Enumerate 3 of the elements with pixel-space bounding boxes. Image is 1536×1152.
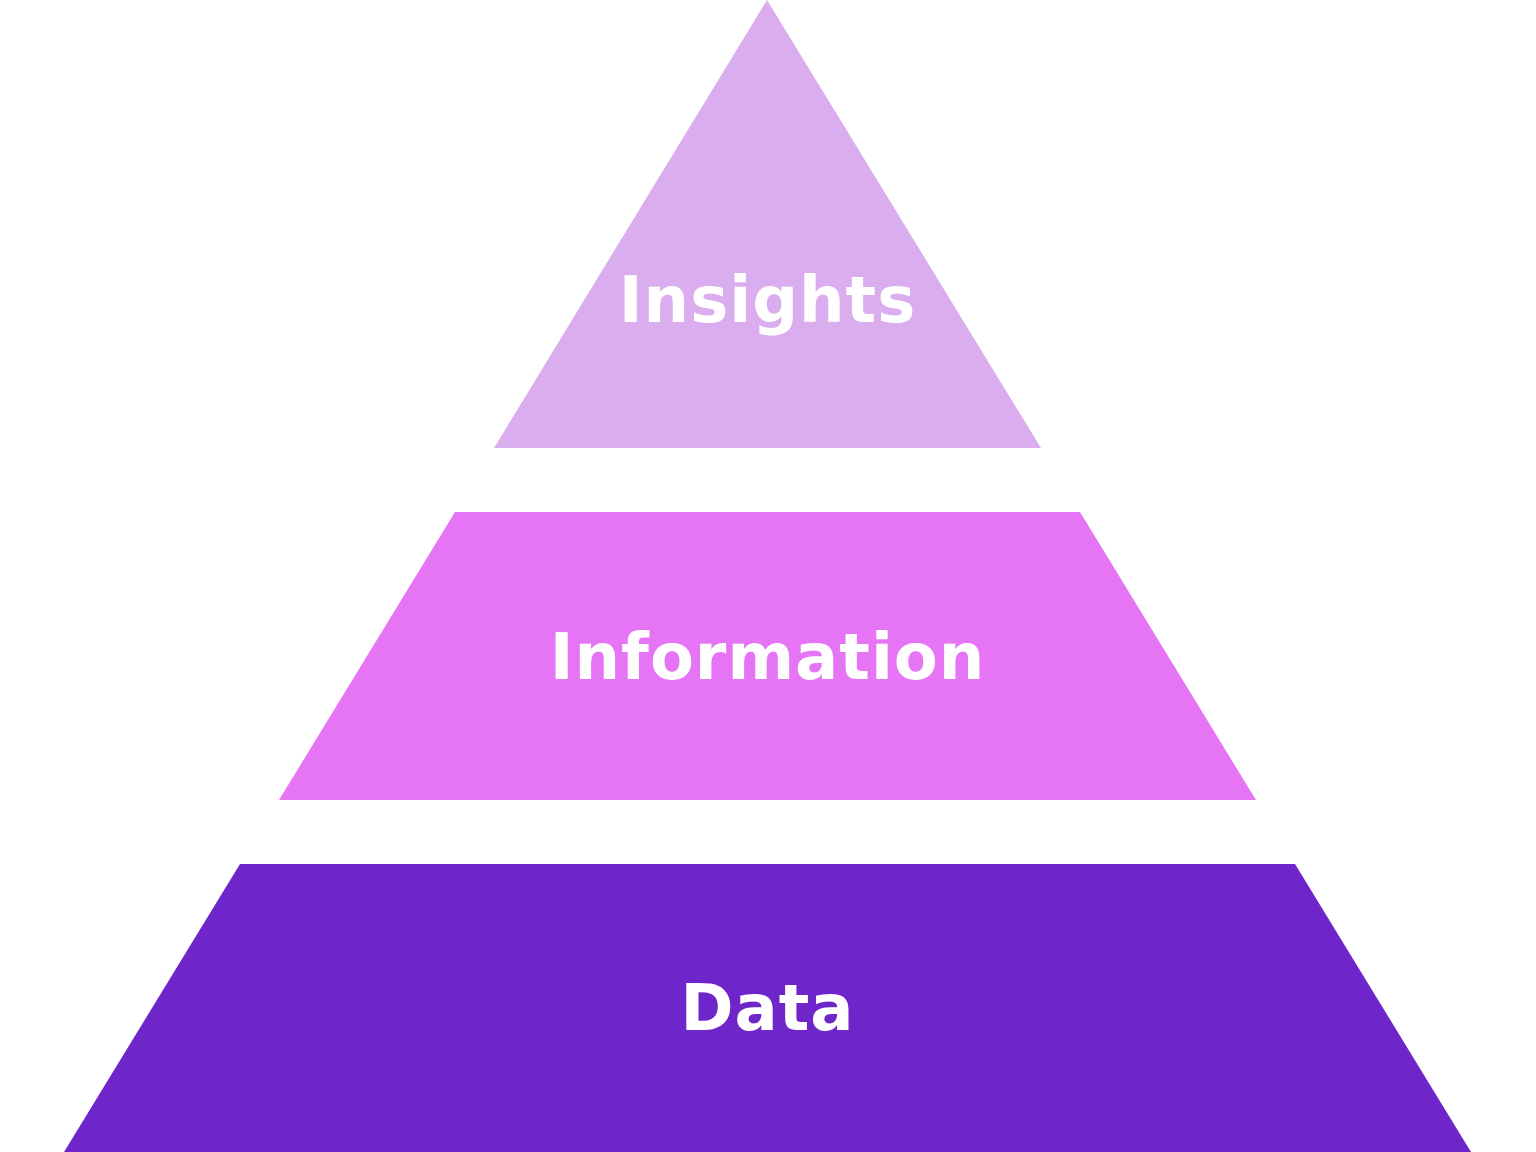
tier-label: Data xyxy=(680,972,855,1044)
tier-label: Insights xyxy=(618,264,917,336)
tier-label: Information xyxy=(549,621,986,693)
